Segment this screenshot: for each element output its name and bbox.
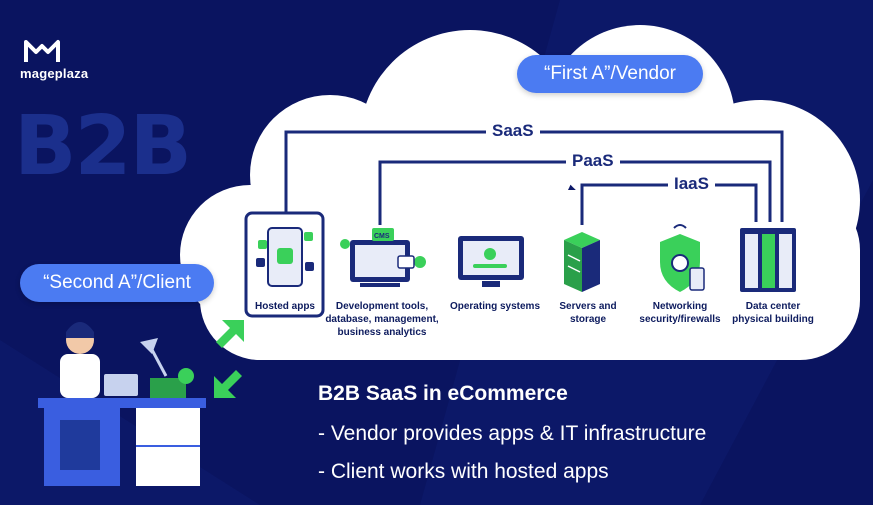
summary-title: B2B SaaS in eCommerce: [318, 382, 568, 405]
client-workstation-illustration: [38, 322, 206, 486]
development-tools-monitor-icon: CMS: [340, 228, 426, 287]
b2b-watermark: B2B: [14, 99, 192, 194]
svg-text:CMS: CMS: [374, 233, 390, 240]
item-label-operating-systems: Operating systems: [449, 301, 541, 312]
saas-label: SaaS: [486, 121, 540, 141]
item-label-servers-storage: Servers and storage: [559, 301, 617, 325]
background-stripe: [0, 340, 260, 505]
operating-system-monitor-icon: [458, 236, 524, 287]
vendor-label: “First A”/Vendor: [517, 55, 703, 93]
inward-arrows-icon: [214, 320, 244, 398]
firewall-shield-icon: [660, 224, 705, 292]
item-label-data-center: Data center physical building: [732, 301, 814, 325]
hosted-apps-phone-icon: [256, 227, 314, 287]
summary-point-vendor: - Vendor provides apps & IT infrastructu…: [318, 422, 707, 445]
client-label: “Second A”/Client: [20, 264, 214, 302]
summary-point-client: - Client works with hosted apps: [318, 460, 609, 483]
data-center-building-icon: [740, 228, 796, 292]
iaas-label: IaaS: [668, 174, 715, 194]
paas-label: PaaS: [566, 151, 620, 171]
brand-name: mageplaza: [20, 66, 89, 81]
item-label-networking-security: Networking security/firewalls: [639, 301, 721, 325]
brand-logo: [22, 38, 102, 88]
item-label-hosted-apps: Hosted apps: [254, 301, 315, 312]
server-storage-icon: [564, 232, 600, 292]
mageplaza-logo-icon: [24, 40, 60, 62]
item-label-development-tools: Development tools, database, management,…: [325, 301, 439, 338]
